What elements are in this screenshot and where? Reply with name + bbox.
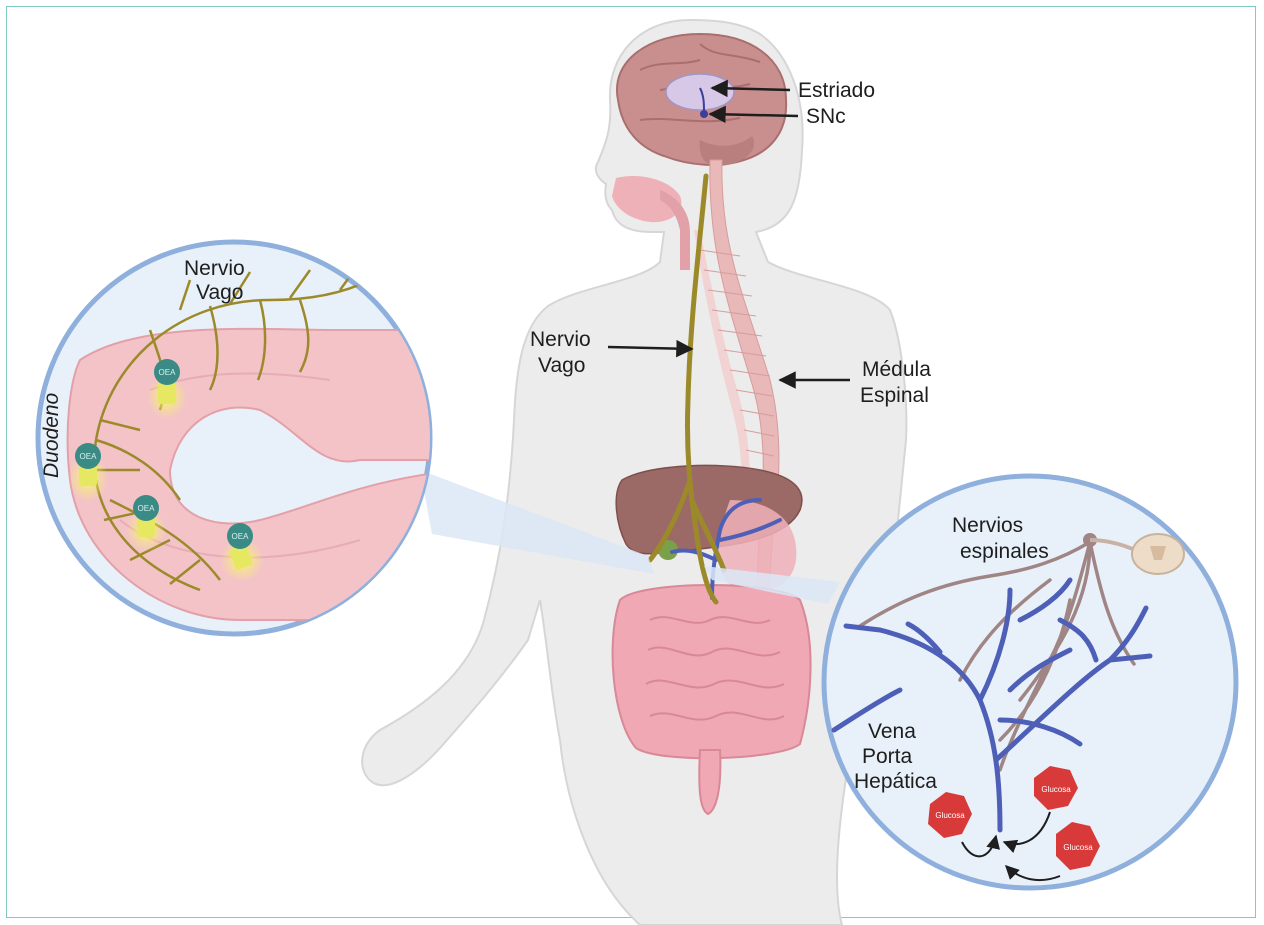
label-nervio-vago-inset-line2: Vago: [196, 281, 244, 304]
glucose-label: Glucosa: [1041, 785, 1071, 794]
oea-label: OEA: [138, 504, 156, 513]
body-silhouette: [362, 20, 906, 925]
label-nervios-espinales-line2: espinales: [960, 540, 1049, 563]
oea-label: OEA: [80, 452, 98, 461]
oea-label: OEA: [232, 532, 250, 541]
label-nervio-vago-body-line2: Vago: [538, 354, 586, 377]
label-nervios-espinales-line1: Nervios: [952, 514, 1023, 537]
glucose-label: Glucosa: [935, 811, 965, 820]
striatum-region: [666, 74, 734, 110]
label-nervio-vago-body-line1: Nervio: [530, 328, 591, 351]
spinal-cord-cross-section: [1132, 534, 1184, 574]
label-vena-line3: Hepática: [854, 770, 937, 793]
label-vena-line2: Porta: [862, 745, 913, 768]
label-medula-line1: Médula: [862, 358, 931, 381]
label-snc: SNc: [806, 105, 846, 128]
label-duodeno: Duodeno: [40, 392, 63, 478]
label-nervio-vago-inset-line1: Nervio: [184, 257, 245, 280]
glucose-label: Glucosa: [1063, 843, 1093, 852]
oea-label: OEA: [159, 368, 177, 377]
label-medula-line2: Espinal: [860, 384, 929, 407]
label-estriado: Estriado: [798, 79, 875, 102]
label-vena-line1: Vena: [868, 720, 916, 743]
